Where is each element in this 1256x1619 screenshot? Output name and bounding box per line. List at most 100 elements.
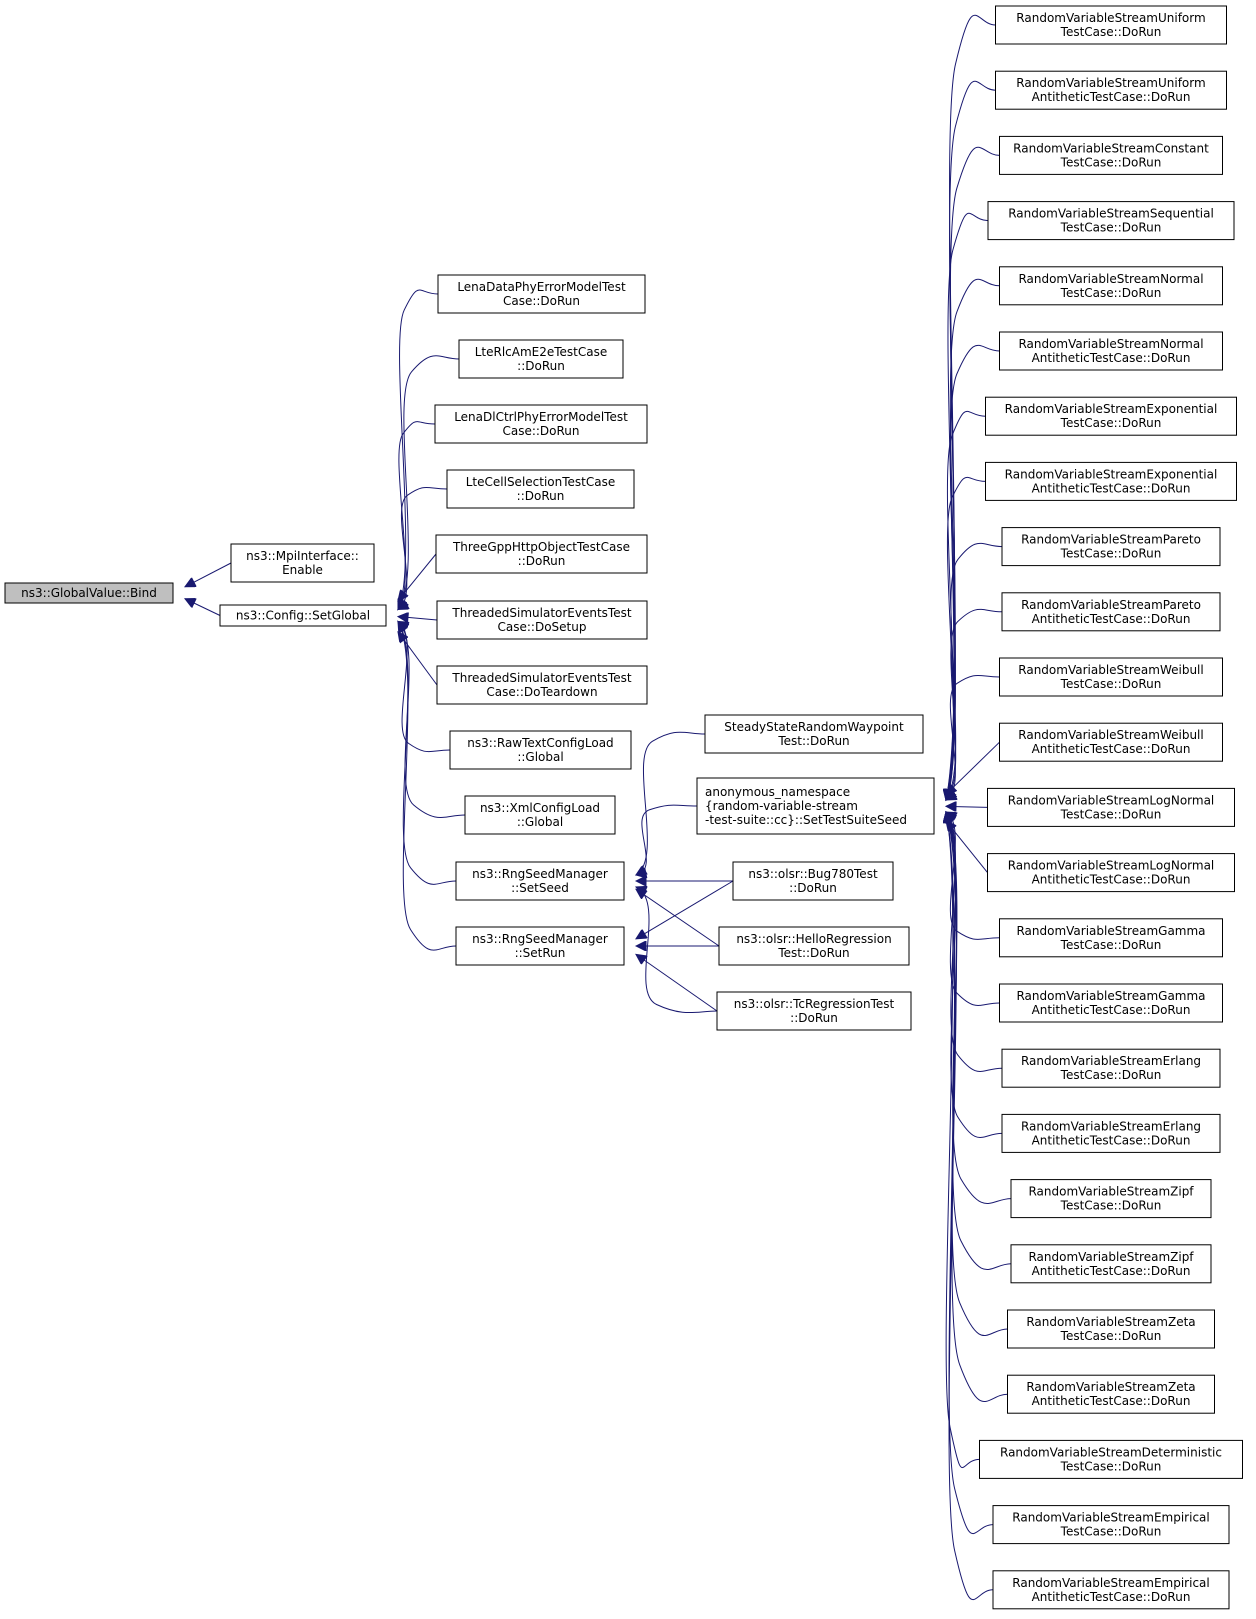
node-r4[interactable]: RandomVariableStreamNormalTestCase::DoRu… [999, 266, 1223, 306]
node-threadTeardown[interactable]: ThreadedSimulatorEventsTestCase::DoTeard… [436, 665, 648, 705]
node-label: TestCase::DoRun [1060, 1459, 1162, 1473]
node-setglobal[interactable]: ns3::Config::SetGlobal [219, 604, 387, 627]
node-label: AntitheticTestCase::DoRun [1032, 481, 1191, 495]
edge-anon-to-r12 [946, 806, 988, 807]
node-r10[interactable]: RandomVariableStreamWeibullTestCase::DoR… [999, 657, 1223, 697]
node-label: Case::DoRun [503, 294, 580, 308]
node-label: TestCase::DoRun [1060, 547, 1162, 561]
edge-setglobal-to-lenaData [398, 289, 439, 610]
node-label: RandomVariableStreamLogNormal [1008, 859, 1215, 873]
node-anon[interactable]: anonymous_namespace{random-variable-stre… [696, 777, 935, 835]
node-box [455, 861, 625, 901]
node-mpi[interactable]: ns3::MpiInterface::Enable [230, 543, 375, 583]
node-label: ns3::XmlConfigLoad [480, 801, 600, 815]
node-box [999, 722, 1223, 762]
node-rawText[interactable]: ns3::RawTextConfigLoad::Global [449, 730, 632, 770]
edge [636, 804, 698, 875]
node-label: Case::DoRun [502, 424, 579, 438]
node-box [992, 1570, 1230, 1610]
node-r2[interactable]: RandomVariableStreamConstantTestCase::Do… [999, 135, 1223, 175]
node-label: AntitheticTestCase::DoRun [1032, 90, 1191, 104]
node-label: ThreadedSimulatorEventsTest [451, 671, 631, 685]
node-box [985, 396, 1237, 436]
node-r12[interactable]: RandomVariableStreamLogNormalTestCase::D… [987, 787, 1235, 827]
node-label: ThreadedSimulatorEventsTest [451, 606, 631, 620]
edge-setglobal-to-threadSetup [398, 617, 438, 620]
node-lteRlc[interactable]: LteRlcAmE2eTestCase::DoRun [458, 339, 624, 379]
node-r23[interactable]: RandomVariableStreamEmpiricalTestCase::D… [992, 1505, 1230, 1545]
node-label: ::SetSeed [511, 881, 569, 895]
node-label: TestCase::DoRun [1060, 1525, 1162, 1539]
node-box [992, 1505, 1230, 1545]
node-label: Case::DoSetup [498, 620, 587, 634]
edges-layer [185, 14, 1012, 1601]
node-r6[interactable]: RandomVariableStreamExponentialTestCase:… [985, 396, 1237, 436]
node-r1[interactable]: RandomVariableStreamUniformAntitheticTes… [995, 70, 1227, 110]
node-lteCell[interactable]: LteCellSelectionTestCase::DoRun [446, 469, 635, 509]
node-box [995, 70, 1227, 110]
node-r5[interactable]: RandomVariableStreamNormalAntitheticTest… [999, 331, 1223, 371]
node-xml[interactable]: ns3::XmlConfigLoad::Global [464, 795, 616, 835]
edge-anon-to-r11 [946, 741, 1000, 794]
node-r24[interactable]: RandomVariableStreamEmpiricalAntitheticT… [992, 1570, 1230, 1610]
edge-setRun-to-bug780 [636, 880, 734, 939]
node-label: RandomVariableStreamZeta [1026, 1315, 1195, 1329]
edge-anon-to-r21 [946, 812, 1008, 1402]
node-r11[interactable]: RandomVariableStreamWeibullAntitheticTes… [999, 722, 1223, 762]
node-r21[interactable]: RandomVariableStreamZetaAntitheticTestCa… [1007, 1374, 1215, 1414]
node-r7[interactable]: RandomVariableStreamExponentialAntitheti… [985, 461, 1237, 501]
node-label: RandomVariableStreamNormal [1018, 272, 1203, 286]
node-label: anonymous_namespace [705, 785, 850, 799]
node-threeGpp[interactable]: ThreeGppHttpObjectTestCase::DoRun [435, 534, 648, 574]
node-label: ns3::RngSeedManager [472, 932, 608, 946]
node-label: ns3::olsr::TcRegressionTest [734, 997, 895, 1011]
node-bug780[interactable]: ns3::olsr::Bug780Test::DoRun [732, 861, 894, 901]
node-r15[interactable]: RandomVariableStreamGammaAntitheticTestC… [999, 983, 1223, 1023]
node-bind[interactable]: ns3::GlobalValue::Bind [4, 582, 174, 604]
node-label: ::DoRun [790, 1011, 838, 1025]
edge [185, 599, 221, 616]
edge [398, 617, 438, 620]
node-r9[interactable]: RandomVariableStreamParetoAntitheticTest… [1001, 592, 1221, 632]
node-label: AntitheticTestCase::DoRun [1032, 742, 1191, 756]
node-label: AntitheticTestCase::DoRun [1032, 1590, 1191, 1604]
node-tcReg[interactable]: ns3::olsr::TcRegressionTest::DoRun [716, 991, 912, 1031]
node-box [999, 331, 1223, 371]
node-r13[interactable]: RandomVariableStreamLogNormalAntitheticT… [987, 853, 1235, 893]
node-r3[interactable]: RandomVariableStreamSequentialTestCase::… [987, 201, 1235, 241]
node-setRun[interactable]: ns3::RngSeedManager::SetRun [455, 926, 625, 966]
node-box [434, 404, 648, 444]
edge [946, 806, 988, 807]
node-r19[interactable]: RandomVariableStreamZipfAntitheticTestCa… [1010, 1244, 1212, 1284]
edge [636, 880, 734, 939]
node-box [455, 926, 625, 966]
node-box [995, 5, 1227, 45]
node-box [1010, 1179, 1212, 1219]
node-box [449, 730, 632, 770]
node-box [718, 926, 910, 966]
node-r8[interactable]: RandomVariableStreamParetoTestCase::DoRu… [1001, 527, 1221, 567]
node-box [985, 461, 1237, 501]
node-box [999, 135, 1223, 175]
node-label: ns3::olsr::Bug780Test [748, 867, 878, 881]
node-label: ::DoRun [517, 489, 565, 503]
node-box [979, 1439, 1243, 1479]
node-setSeed[interactable]: ns3::RngSeedManager::SetSeed [455, 861, 625, 901]
node-label: ns3::RngSeedManager [472, 867, 608, 881]
node-r17[interactable]: RandomVariableStreamErlangAntitheticTest… [1001, 1113, 1221, 1153]
node-r0[interactable]: RandomVariableStreamUniformTestCase::DoR… [995, 5, 1227, 45]
node-r16[interactable]: RandomVariableStreamErlangTestCase::DoRu… [1001, 1048, 1221, 1088]
edge-setglobal-to-xml [398, 622, 466, 818]
node-label: TestCase::DoRun [1060, 155, 1162, 169]
node-label: ns3::olsr::HelloRegression [736, 932, 891, 946]
node-label: RandomVariableStreamDeterministic [1000, 1445, 1222, 1459]
node-r22[interactable]: RandomVariableStreamDeterministicTestCas… [979, 1439, 1243, 1479]
